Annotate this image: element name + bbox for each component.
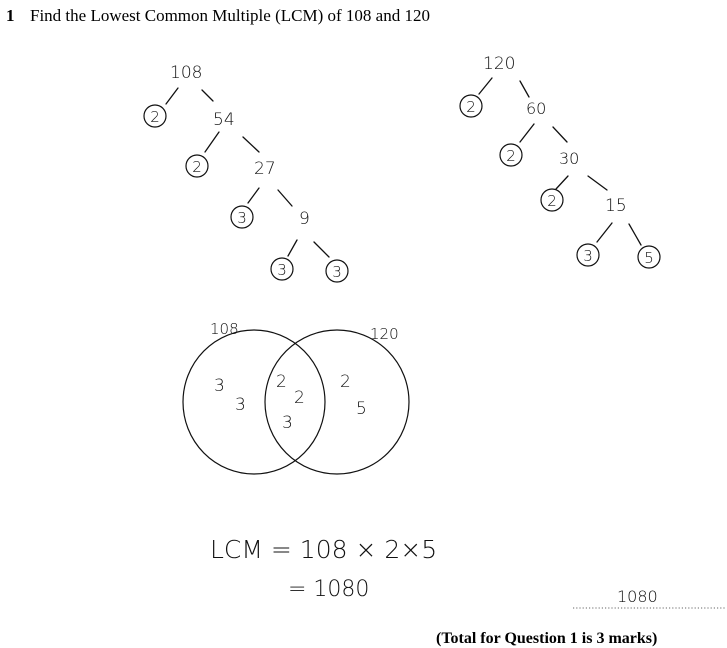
venn-circle-108 <box>182 329 326 475</box>
tree-108-root: 108 <box>170 63 202 83</box>
prime-circle <box>325 259 349 283</box>
tree-branch <box>555 175 569 190</box>
tree-120-prime-5: 5 <box>644 249 654 267</box>
prime-circle <box>540 188 564 212</box>
tree-branch <box>628 223 642 246</box>
tree-branch <box>242 136 260 153</box>
tree-120-node-60: 60 <box>526 99 546 118</box>
tree-108-prime-2: 2 <box>192 158 202 176</box>
tree-120-prime-3: 2 <box>547 192 557 210</box>
tree-branch <box>478 77 493 95</box>
prime-circle <box>143 104 167 128</box>
tree-branch <box>552 126 568 143</box>
question-text: Find the Lowest Common Multiple (LCM) of… <box>30 6 430 25</box>
tree-120-prime-4: 3 <box>583 247 593 265</box>
tree-108-node-9: 9 <box>299 209 310 229</box>
factor-tree-108: 108 2 54 2 27 3 9 3 3 <box>143 63 349 283</box>
working-line-1: LCM = 108 × 2×5 <box>210 535 437 564</box>
answer-value: 1080 <box>617 587 658 606</box>
prime-circle <box>230 205 254 229</box>
venn-middle-factor-1: 2 <box>276 372 287 392</box>
tree-branch <box>204 131 220 153</box>
tree-108-prime-5: 3 <box>332 263 342 281</box>
prime-circle <box>499 143 523 167</box>
factor-tree-120: 120 2 60 2 30 2 15 3 5 <box>459 54 661 269</box>
venn-circle-120 <box>264 329 410 475</box>
question-number: 1 <box>6 6 15 25</box>
tree-branch <box>587 175 608 191</box>
venn-right-factor-1: 2 <box>340 372 351 392</box>
tree-branch <box>596 222 613 243</box>
venn-label-108: 108 <box>210 320 239 338</box>
tree-branch <box>519 123 535 143</box>
tree-branch <box>247 187 260 204</box>
venn-label-120: 120 <box>370 325 399 343</box>
tree-120-node-15: 15 <box>605 196 627 216</box>
total-marks: (Total for Question 1 is 3 marks) <box>436 630 658 647</box>
venn-left-factor-2: 3 <box>235 395 246 415</box>
tree-branch <box>277 189 293 207</box>
tree-branch <box>201 89 214 102</box>
venn-left-factor-1: 3 <box>214 376 225 396</box>
tree-branch <box>287 239 298 257</box>
tree-branch <box>165 87 179 105</box>
tree-branch <box>519 80 530 98</box>
venn-diagram: 108 120 3 3 2 2 3 2 5 <box>182 320 410 475</box>
prime-circle <box>576 243 600 267</box>
tree-108-prime-3: 3 <box>237 209 247 227</box>
tree-108-prime-4: 3 <box>277 261 287 279</box>
tree-120-node-30: 30 <box>559 149 579 168</box>
prime-circle <box>637 245 661 269</box>
tree-branch <box>313 241 330 258</box>
tree-108-node-54: 54 <box>213 110 235 130</box>
venn-right-factor-2: 5 <box>356 399 367 419</box>
tree-120-prime-1: 2 <box>466 98 476 116</box>
prime-circle <box>270 257 294 281</box>
venn-middle-factor-3: 3 <box>282 413 293 433</box>
tree-120-root: 120 <box>483 54 515 74</box>
prime-circle <box>459 94 483 118</box>
tree-108-prime-1: 2 <box>150 108 160 126</box>
tree-108-node-27: 27 <box>254 159 276 179</box>
tree-120-prime-2: 2 <box>506 147 516 165</box>
venn-middle-factor-2: 2 <box>294 388 305 408</box>
prime-circle <box>185 154 209 178</box>
working-line-2: = 1080 <box>288 577 369 602</box>
